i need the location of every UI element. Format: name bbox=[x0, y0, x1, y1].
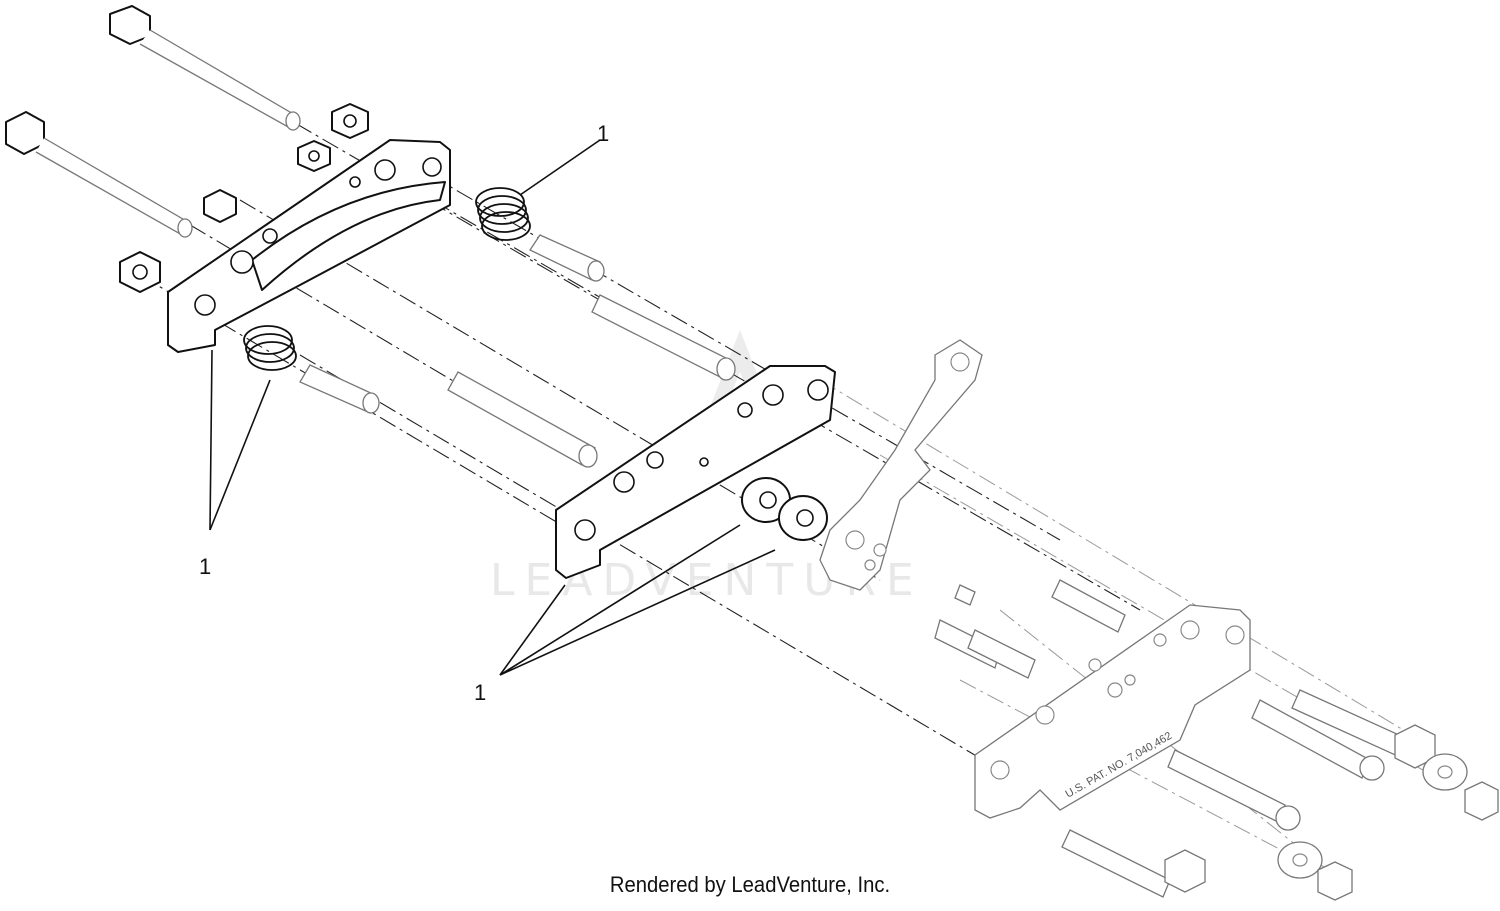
spring-lower bbox=[243, 325, 297, 371]
nuts-upper bbox=[119, 103, 369, 293]
lower-spacers bbox=[934, 579, 1411, 898]
middle-plate bbox=[555, 365, 836, 579]
upper-left-plate bbox=[167, 139, 451, 353]
render-credit: Rendered by LeadVenture, Inc. bbox=[609, 872, 891, 897]
bolt-upper bbox=[109, 5, 301, 131]
leader-lines bbox=[209, 139, 776, 676]
lever-arm bbox=[819, 339, 983, 591]
callout-upper-spring: 1 bbox=[597, 121, 609, 146]
spring-upper bbox=[475, 187, 531, 241]
lower-right-hardware bbox=[1164, 724, 1499, 901]
bolt-middle bbox=[5, 111, 193, 238]
spacers bbox=[299, 234, 736, 468]
washers bbox=[741, 477, 828, 541]
callout-left-springs: 1 bbox=[199, 554, 211, 579]
callout-lower-washers: 1 bbox=[474, 680, 486, 705]
